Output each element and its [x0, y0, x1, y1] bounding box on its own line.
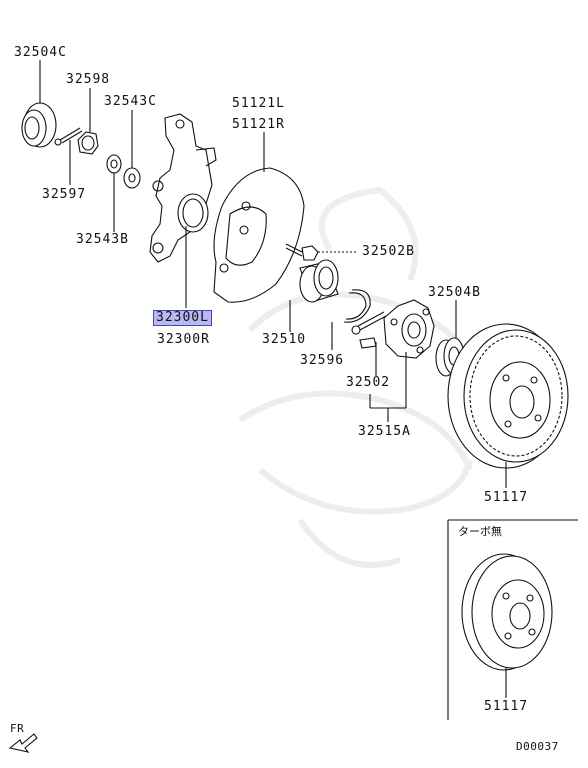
part-32502b-bolt	[285, 243, 358, 261]
part-32543b-washer	[106, 154, 122, 232]
label-51117-inset: 51117	[484, 699, 529, 714]
part-32597-cotter-pin	[54, 127, 83, 185]
part-32598-nut	[77, 88, 99, 155]
fr-arrow-icon	[8, 733, 38, 753]
label-32300r: 32300R	[157, 332, 210, 347]
direction-label: FR	[10, 722, 25, 735]
label-32502b: 32502B	[362, 244, 415, 259]
part-32596-snap-ring	[331, 289, 371, 350]
label-32300l-highlighted[interactable]: 32300L	[153, 310, 212, 326]
part-51117-disc-solid	[461, 553, 553, 698]
part-32300-knuckle	[149, 113, 217, 308]
label-32598: 32598	[66, 72, 111, 87]
diagram-id: D00037	[516, 740, 559, 753]
label-32502: 32502	[346, 375, 391, 390]
label-51121l: 51121L	[232, 96, 285, 111]
label-32504c: 32504C	[14, 45, 67, 60]
label-32596: 32596	[300, 353, 345, 368]
part-32543c-washer	[123, 110, 141, 189]
part-32515a-hub	[383, 299, 435, 408]
label-32543b: 32543B	[76, 232, 129, 247]
label-32515a: 32515A	[358, 424, 411, 439]
inset-box	[447, 519, 578, 720]
part-51121-dust-cover	[213, 132, 305, 303]
part-32502-stud	[351, 311, 387, 376]
part-32504c-cap	[21, 60, 57, 148]
part-32510-bearing	[289, 259, 339, 332]
label-51117-main: 51117	[484, 490, 529, 505]
label-32597: 32597	[42, 187, 87, 202]
label-32543c: 32543C	[104, 94, 157, 109]
label-32510: 32510	[262, 332, 307, 347]
part-51117-disc-vented	[447, 323, 569, 488]
bracket-32515a	[369, 394, 406, 422]
label-51121r: 51121R	[232, 117, 285, 132]
label-32504b: 32504B	[428, 285, 481, 300]
inset-title: ターボ無	[458, 525, 502, 538]
